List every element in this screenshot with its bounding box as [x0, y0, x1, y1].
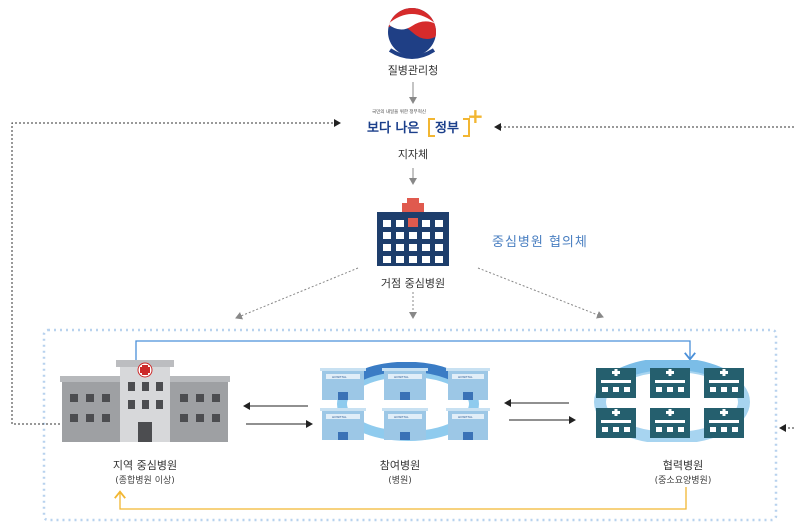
general-hospital-icon — [60, 360, 230, 442]
regional-hospital-label: 지역 중심병원 — [112, 459, 178, 472]
partner-hospital-label: 협력병원 — [662, 459, 704, 472]
yellow-bracket-arrow — [114, 487, 687, 510]
regional-hospital-sub: (종합병원 이상) — [115, 476, 175, 486]
partner-hospital-sub: (중소요양병원) — [654, 476, 712, 486]
slogan-big-text: 보다 나은 — [367, 121, 420, 136]
cluster-frame — [42, 328, 778, 522]
hospital-building-icon — [377, 198, 449, 266]
participating-hospital-label: 참여병원 — [379, 459, 421, 472]
hub-hospital-label: 거점 중심병원 — [380, 277, 446, 290]
slogan-small-text: 국민의 내일을 위한 정부혁신 — [372, 110, 426, 115]
slogan-gov-text: 정부 — [435, 121, 459, 136]
slogan-bracket-right — [463, 118, 470, 137]
hospital-sign: HOSPITAL — [332, 415, 347, 419]
taegeuk-emblem-icon — [388, 8, 436, 59]
arrow-hub-to-regional — [235, 267, 359, 320]
participating-hospital-sub: (병원) — [388, 476, 412, 486]
slogan-bracket-left — [428, 118, 435, 137]
council-label: 중심병원 협의체 — [492, 235, 588, 250]
hospital-sign: HOSPITAL — [394, 375, 409, 379]
plus-icon: + — [467, 104, 484, 128]
hospital-cycle-icon: HOSPITAL HOSPITAL HOSPITAL HOSPITAL HOSP… — [320, 362, 490, 441]
slogan-logo: 국민의 내일을 위한 정부혁신 보다 나은 정부 + — [364, 106, 484, 142]
hospital-sign: HOSPITAL — [458, 375, 473, 379]
kdca-label: 질병관리청 — [387, 64, 439, 77]
hospital-sign: HOSPITAL — [458, 415, 473, 419]
clinic-cycle-icon — [594, 360, 750, 442]
blue-bracket-arrow — [135, 340, 696, 362]
hospital-sign: HOSPITAL — [332, 375, 347, 379]
left-feedback-loop — [11, 119, 341, 425]
participating-buildings — [320, 368, 490, 440]
arrow-hub-to-partner — [477, 267, 604, 319]
hospital-sign: HOSPITAL — [394, 415, 409, 419]
local-gov-label: 지자체 — [397, 148, 429, 161]
